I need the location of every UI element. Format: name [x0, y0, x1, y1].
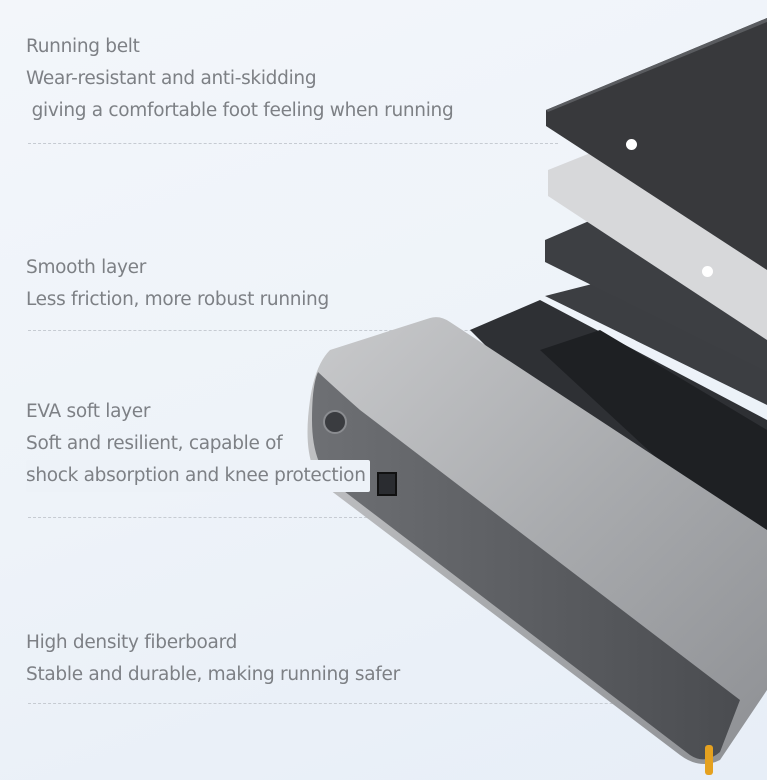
layer-running-belt: Running belt Wear-resistant and anti-ski…: [26, 31, 454, 127]
divider: [28, 517, 668, 518]
divider: [28, 703, 728, 704]
layer-title: Smooth layer: [26, 257, 147, 278]
divider: [28, 330, 588, 331]
running-belt-layer: [546, 18, 767, 270]
power-port: [377, 472, 397, 496]
fiberboard-layer: [545, 282, 767, 405]
layer-desc: giving a comfortable foot feeling when r…: [26, 100, 454, 121]
smooth-layer: [548, 150, 767, 340]
layer-fiberboard: High density fiberboard Stable and durab…: [26, 627, 400, 691]
layer-desc: Soft and resilient, capable of: [26, 433, 283, 454]
layer-desc: Less friction, more robust running: [26, 289, 329, 310]
knob: [323, 410, 347, 434]
marker-dot: [702, 266, 713, 277]
layer-eva: EVA soft layer Soft and resilient, capab…: [26, 396, 370, 492]
layer-smooth: Smooth layer Less friction, more robust …: [26, 252, 329, 316]
eva-layer: [545, 218, 767, 372]
running-belt-edge: [546, 18, 767, 112]
layer-desc: shock absorption and knee protection: [26, 460, 370, 492]
layer-title: EVA soft layer: [26, 401, 151, 422]
wheel-right: [705, 745, 713, 775]
layer-title: Running belt: [26, 36, 140, 57]
layer-desc: Stable and durable, making running safer: [26, 664, 400, 685]
layer-desc: Wear-resistant and anti-skidding: [26, 68, 317, 89]
layer-title: High density fiberboard: [26, 632, 238, 653]
divider: [28, 143, 558, 144]
marker-dot: [626, 139, 637, 150]
end-cap: [312, 372, 740, 760]
